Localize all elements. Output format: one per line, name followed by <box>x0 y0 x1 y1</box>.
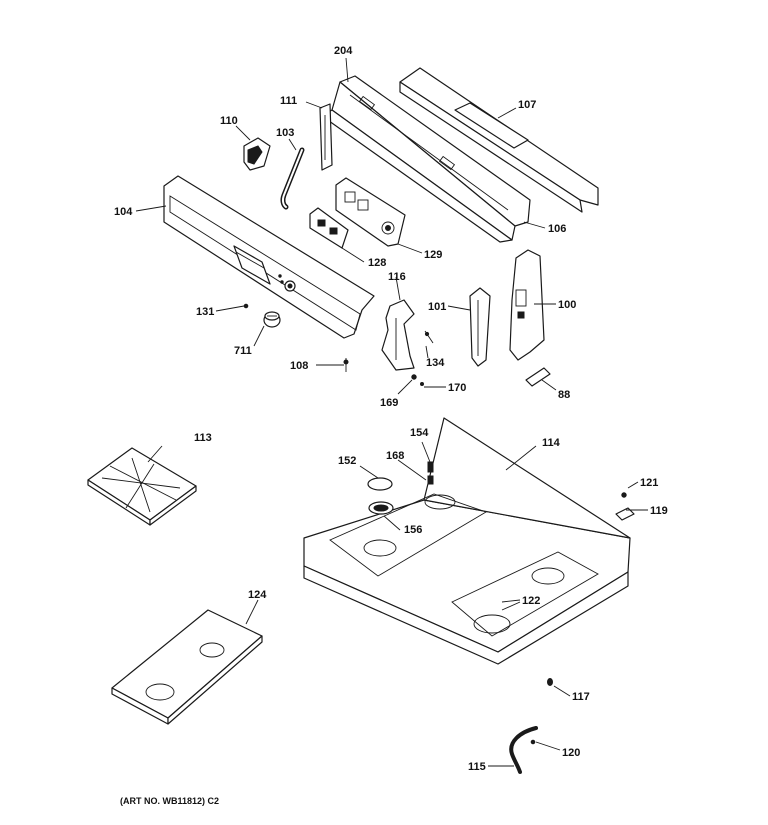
label-711: 711 <box>234 345 252 357</box>
label-103: 103 <box>276 127 294 139</box>
label-107: 107 <box>518 99 536 111</box>
label-156: 156 <box>404 524 422 536</box>
part-169-drawing <box>411 374 417 380</box>
label-169: 169 <box>380 397 398 409</box>
part-128-drawing <box>309 207 349 249</box>
label-88: 88 <box>558 389 570 401</box>
label-108: 108 <box>290 360 308 372</box>
label-168: 168 <box>386 450 404 462</box>
label-128: 128 <box>368 257 386 269</box>
art-number: (ART NO. WB11812) C2 <box>120 796 219 806</box>
part-117-drawing <box>547 678 553 686</box>
label-154: 154 <box>410 427 429 439</box>
label-204: 204 <box>334 45 353 57</box>
label-121: 121 <box>640 477 658 489</box>
label-131: 131 <box>196 306 214 318</box>
part-152-drawing <box>367 477 393 491</box>
part-711-drawing <box>263 311 281 328</box>
part-115-drawing <box>509 726 538 774</box>
part-107-drawing <box>399 67 599 213</box>
part-113-drawing <box>87 447 197 526</box>
part-100-drawing <box>509 249 545 361</box>
label-106: 106 <box>548 223 566 235</box>
label-104: 104 <box>114 206 133 218</box>
label-115: 115 <box>468 761 486 773</box>
part-119-drawing <box>615 507 635 521</box>
part-131-drawing <box>243 303 249 309</box>
label-124: 124 <box>248 589 267 601</box>
label-110: 110 <box>220 115 238 127</box>
part-168-drawing <box>427 475 434 485</box>
part-114-drawing <box>303 417 631 665</box>
label-117: 117 <box>572 691 590 703</box>
label-101: 101 <box>428 301 446 313</box>
label-120: 120 <box>562 747 580 759</box>
part-134-drawing <box>424 330 434 344</box>
part-106-drawing <box>321 75 531 243</box>
label-122: 122 <box>522 595 540 607</box>
part-103-drawing <box>280 147 305 210</box>
label-152: 152 <box>338 455 356 467</box>
label-116: 116 <box>388 271 406 283</box>
part-156-drawing <box>368 501 394 515</box>
label-134: 134 <box>426 357 445 369</box>
part-154-drawing <box>427 461 434 473</box>
part-101-drawing <box>469 287 491 367</box>
label-111: 111 <box>280 95 297 107</box>
part-170-drawing <box>420 382 424 386</box>
part-124-drawing <box>111 609 263 725</box>
label-114: 114 <box>542 437 561 449</box>
part-labels: 204 111 107 110 103 104 106 129 128 116 … <box>114 45 668 806</box>
label-100: 100 <box>558 299 576 311</box>
part-88-drawing <box>525 367 551 387</box>
part-116-drawing <box>381 299 415 371</box>
part-111-drawing <box>319 103 333 171</box>
part-110-drawing <box>243 137 271 171</box>
part-121-drawing <box>621 492 627 498</box>
leader-lines <box>135 57 648 767</box>
label-119: 119 <box>650 505 668 517</box>
part-108-drawing <box>343 358 349 372</box>
part-120-drawing <box>530 739 536 745</box>
label-113: 113 <box>194 432 212 444</box>
label-170: 170 <box>448 382 466 394</box>
label-129: 129 <box>424 249 442 261</box>
part-104-drawing <box>163 175 375 339</box>
